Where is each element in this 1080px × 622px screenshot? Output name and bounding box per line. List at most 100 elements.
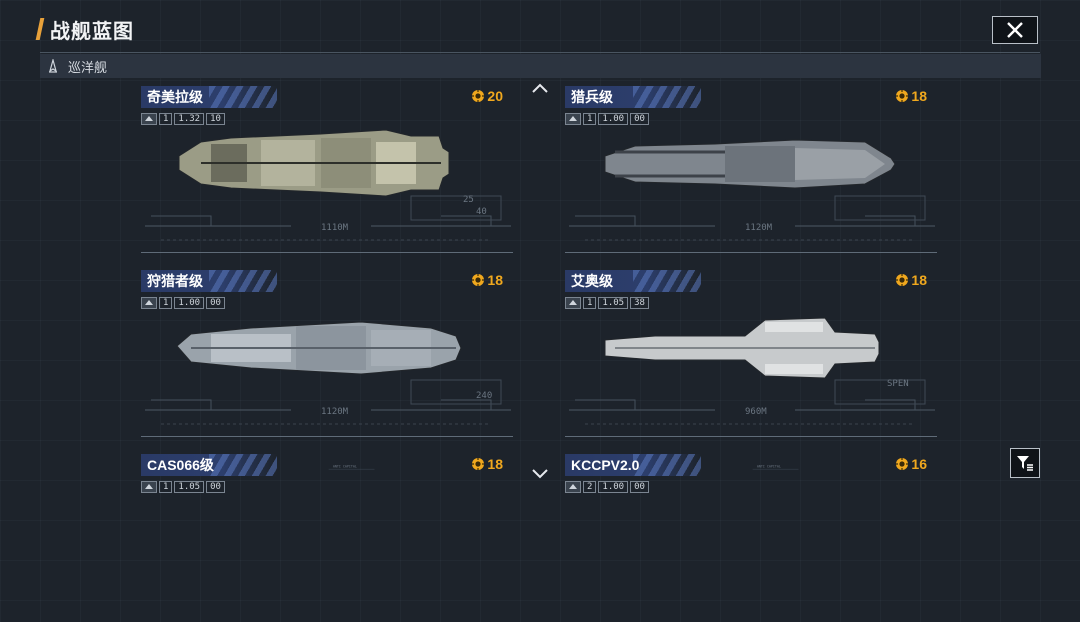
card-divider	[141, 252, 513, 253]
ship-stat-ratio: 1.32	[174, 113, 205, 125]
ship-class-icon	[141, 113, 157, 125]
ship-stat-decimal: 10	[206, 113, 225, 125]
ship-card[interactable]: 猎兵级 18 1 1.00 00 112	[565, 86, 937, 254]
ship-name-plate: KCCPV2.0	[565, 454, 701, 476]
ship-cost: 18	[895, 272, 927, 288]
ship-class-icon	[565, 297, 581, 309]
ship-stat-ratio: 1.00	[598, 113, 629, 125]
blueprint-lines: 1120M	[569, 195, 935, 241]
ship-stats: 1 1.32 10	[141, 112, 225, 126]
category-bar: 巡洋舰	[40, 54, 1041, 78]
card-divider	[141, 436, 513, 437]
blueprint-label-a: ANTI CAPITAL	[757, 465, 781, 469]
ship-name: 艾奥级	[571, 273, 613, 289]
ship-stat-decimal: 00	[206, 481, 225, 493]
ship-blueprint-image	[176, 321, 462, 375]
blueprint-lines: ANTI CAPITAL	[752, 465, 799, 470]
ship-card[interactable]: 艾奥级 18 1 1.05 38 960	[565, 270, 937, 438]
ship-count: 1	[159, 481, 173, 493]
ship-stats: 1 1.00 00	[565, 112, 649, 126]
ship-length-label: 960M	[745, 407, 767, 417]
card-divider	[565, 436, 937, 437]
blueprint-lines: 1110M 25 40	[145, 195, 511, 241]
ship-card[interactable]: CAS066级 18 1 1.05 00 ANTI CAPITAL	[141, 454, 513, 622]
ship-stat-decimal: 38	[630, 297, 649, 309]
page-header: 战舰蓝图	[35, 14, 134, 44]
resource-gear-icon	[896, 90, 909, 102]
ship-length-label: 1110M	[321, 223, 349, 233]
ship-class-icon	[565, 113, 581, 125]
ship-blueprint-image	[178, 129, 450, 197]
ship-stats: 1 1.05 38	[565, 296, 649, 310]
blueprint-lines: 960M SPEN	[569, 379, 935, 425]
ship-cost-value: 18	[911, 88, 927, 104]
card-divider	[565, 252, 937, 253]
resource-gear-icon	[896, 458, 909, 470]
resource-gear-icon	[472, 458, 485, 470]
ship-blueprint-image	[604, 139, 896, 189]
resource-gear-icon	[472, 90, 485, 102]
blueprint-label-b: 240	[476, 391, 492, 401]
resource-gear-icon	[472, 274, 485, 286]
blueprint-label-b: 40	[476, 207, 487, 217]
ship-stat-ratio: 1.05	[174, 481, 205, 493]
category-label: 巡洋舰	[68, 59, 108, 75]
ship-card[interactable]: KCCPV2.0 16 2 1.00 00 ANTI CAPITAL	[565, 454, 937, 622]
ship-count: 1	[159, 297, 173, 309]
ship-cost-value: 18	[487, 456, 503, 472]
ship-cost: 18	[895, 88, 927, 104]
ship-name: 狩猎者级	[147, 273, 203, 289]
ship-name-plate: 狩猎者级	[141, 270, 277, 292]
ship-cost: 18	[471, 456, 503, 472]
ship-stat-ratio: 1.00	[174, 297, 205, 309]
ship-card-header: 狩猎者级 18	[141, 270, 503, 292]
ship-stat-decimal: 00	[630, 113, 649, 125]
ship-card[interactable]: 狩猎者级 18 1 1.00 00 11	[141, 270, 513, 438]
cruiser-icon	[48, 59, 58, 73]
close-button[interactable]	[992, 16, 1038, 44]
filter-button[interactable]	[1010, 448, 1040, 478]
ship-cost-value: 18	[911, 272, 927, 288]
ship-card[interactable]: 奇美拉级 20 1 1.32 10 11	[141, 86, 513, 254]
blueprint-label-a: SPEN	[887, 379, 909, 389]
ship-card-header: 猎兵级 18	[565, 86, 927, 108]
ship-cost: 20	[471, 88, 503, 104]
ship-stat-decimal: 00	[206, 297, 225, 309]
ship-cost: 18	[471, 272, 503, 288]
blueprint-lines: 1120M 240	[145, 379, 511, 425]
resource-gear-icon	[896, 274, 909, 286]
ship-stats: 1 1.00 00	[141, 296, 225, 310]
ship-class-icon	[565, 481, 581, 493]
ship-card-header: 奇美拉级 20	[141, 86, 503, 108]
close-icon	[1007, 22, 1023, 38]
chevron-up-icon[interactable]	[530, 82, 550, 94]
ship-count: 1	[159, 113, 173, 125]
ship-cost-value: 16	[911, 456, 927, 472]
ship-stat-decimal: 00	[630, 481, 649, 493]
ship-stats: 1 1.05 00	[141, 480, 225, 494]
ship-cost-value: 18	[487, 272, 503, 288]
ship-cost: 16	[895, 456, 927, 472]
chevron-down-icon[interactable]	[530, 468, 550, 480]
ship-count: 2	[583, 481, 597, 493]
ship-name-plate: 猎兵级	[565, 86, 701, 108]
title-accent-bar	[35, 18, 45, 40]
ship-name: KCCPV2.0	[571, 457, 640, 473]
ship-class-icon	[141, 481, 157, 493]
page-title: 战舰蓝图	[50, 20, 134, 43]
ship-length-label: 1120M	[321, 407, 349, 417]
ship-name: 奇美拉级	[147, 89, 203, 105]
ship-blueprint-image	[604, 317, 880, 379]
ship-count: 1	[583, 297, 597, 309]
ship-stat-ratio: 1.05	[598, 297, 629, 309]
ship-class-icon	[141, 297, 157, 309]
ship-stats: 2 1.00 00	[565, 480, 649, 494]
ship-name-plate: 奇美拉级	[141, 86, 277, 108]
header-divider	[40, 52, 1040, 53]
ship-length-label: 1120M	[745, 223, 773, 233]
ship-name-plate: 艾奥级	[565, 270, 701, 292]
blueprint-label-a: 25	[463, 195, 474, 205]
ship-stat-ratio: 1.00	[598, 481, 629, 493]
ship-count: 1	[583, 113, 597, 125]
filter-icon	[1017, 456, 1033, 471]
